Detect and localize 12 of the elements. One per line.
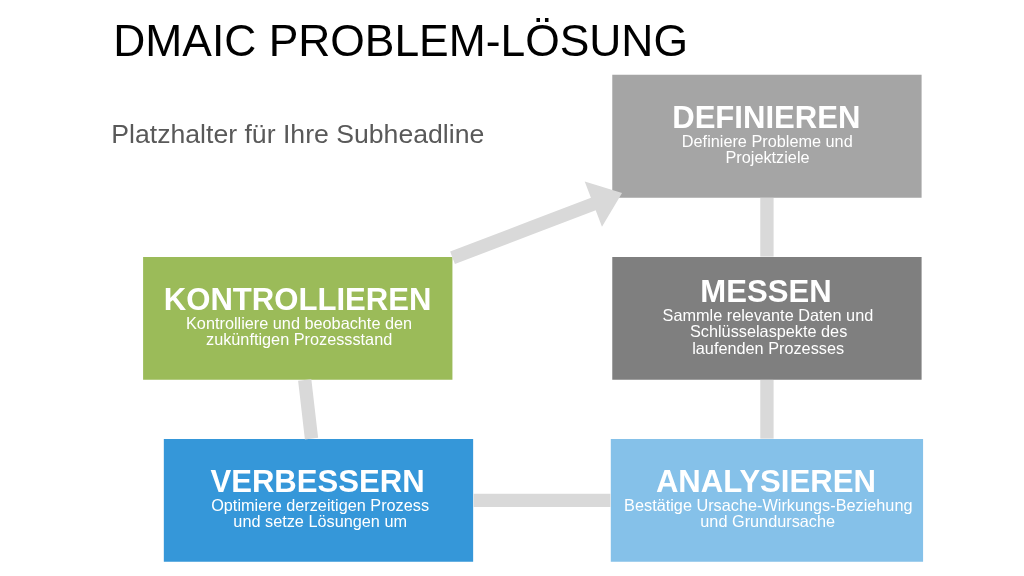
connector — [760, 197, 774, 257]
connector — [473, 493, 611, 508]
connector — [760, 379, 774, 439]
node-box: DEFINIEREN Definiere Probleme und Projektziele — [612, 74, 922, 198]
arrow — [450, 181, 623, 264]
node-box: ANALYSIEREN Bestätige Ursache-Wirkungs-Beziehung und Grundursache — [610, 438, 924, 562]
node-box: VERBESSERN Optimiere derzeitigen Prozess und setze Lösungen um — [163, 438, 474, 562]
label: Platzhalter für Ihre Subheadline — [111, 118, 485, 149]
connector — [298, 379, 319, 440]
node-box: KONTROLLIEREN Kontrolliere und beobachte den zukünftigen Prozessstand — [143, 256, 453, 380]
node-box: MESSEN Sammle relevante Daten und Schlüsselaspekte des laufenden Prozesses — [612, 256, 922, 380]
diagram-title: DMAIC PROBLEM-LÖSUNG — [113, 15, 688, 65]
